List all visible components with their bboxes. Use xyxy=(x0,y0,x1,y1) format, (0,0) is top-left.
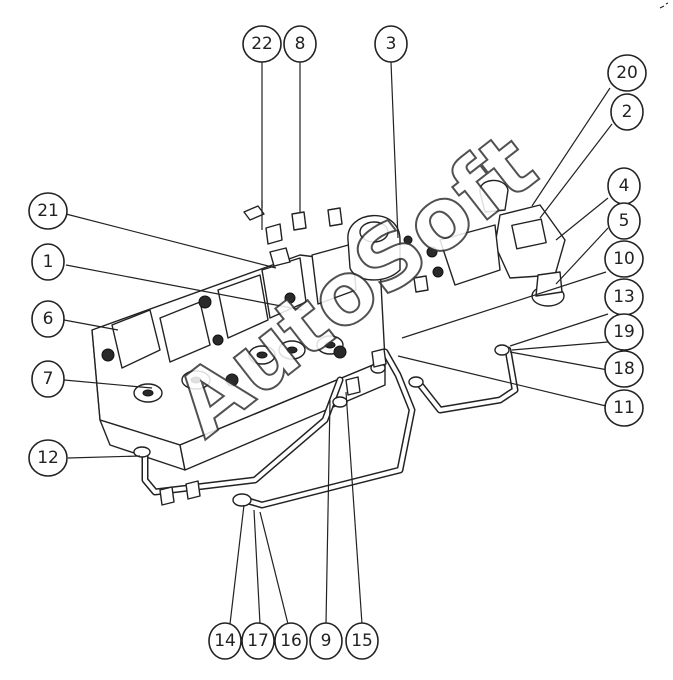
callout-label: 6 xyxy=(43,309,54,329)
callout-14: 14 xyxy=(208,622,242,660)
callout-label: 11 xyxy=(613,398,635,418)
callout-7: 7 xyxy=(31,360,65,398)
callout-12: 12 xyxy=(28,439,68,477)
top-fittings xyxy=(243,200,343,267)
callout-label: 5 xyxy=(619,211,630,231)
callout-label: 12 xyxy=(37,448,59,468)
callout-label: 22 xyxy=(251,34,273,54)
leader-lines xyxy=(63,61,613,625)
callout-label: 19 xyxy=(613,322,635,342)
callout-18: 18 xyxy=(604,350,644,388)
callout-22: 22 xyxy=(242,25,282,63)
callout-label: 20 xyxy=(616,63,638,83)
callout-label: 9 xyxy=(321,631,332,651)
solenoid-coils xyxy=(111,243,357,403)
callout-label: 13 xyxy=(613,287,635,307)
callout-label: 8 xyxy=(295,34,306,54)
assembly-drawing xyxy=(91,2,669,509)
callout-label: 18 xyxy=(613,359,635,379)
callout-label: 21 xyxy=(37,201,59,221)
callout-label: 15 xyxy=(351,631,373,651)
callout-5: 5 xyxy=(607,202,641,240)
callout-4: 4 xyxy=(607,167,641,205)
callout-11: 11 xyxy=(604,389,644,427)
corner-mark xyxy=(659,2,669,9)
callout-label: 2 xyxy=(622,102,633,122)
callout-8: 8 xyxy=(283,25,317,63)
callout-13: 13 xyxy=(604,278,644,316)
accumulator xyxy=(347,214,401,281)
callout-20: 20 xyxy=(607,54,647,92)
loose-fittings xyxy=(159,348,387,506)
callout-16: 16 xyxy=(274,622,308,660)
callout-9: 9 xyxy=(309,622,343,660)
callout-label: 3 xyxy=(386,34,397,54)
callout-1: 1 xyxy=(31,243,65,281)
callout-3: 3 xyxy=(374,25,408,63)
pump-motor-assembly xyxy=(403,179,566,307)
callout-label: 7 xyxy=(43,369,54,389)
callout-label: 10 xyxy=(613,249,635,269)
callout-2: 2 xyxy=(610,93,644,131)
callout-label: 4 xyxy=(619,176,630,196)
callout-label: 14 xyxy=(214,631,236,651)
callout-15: 15 xyxy=(345,622,379,660)
callout-10: 10 xyxy=(604,240,644,278)
callout-17: 17 xyxy=(241,622,275,660)
manifold-plugs xyxy=(101,292,347,387)
callout-label: 1 xyxy=(43,252,54,272)
callout-label: 16 xyxy=(280,631,302,651)
callout-6: 6 xyxy=(31,300,65,338)
callout-label: 17 xyxy=(247,631,269,651)
callout-21: 21 xyxy=(28,192,68,230)
callout-19: 19 xyxy=(604,313,644,351)
